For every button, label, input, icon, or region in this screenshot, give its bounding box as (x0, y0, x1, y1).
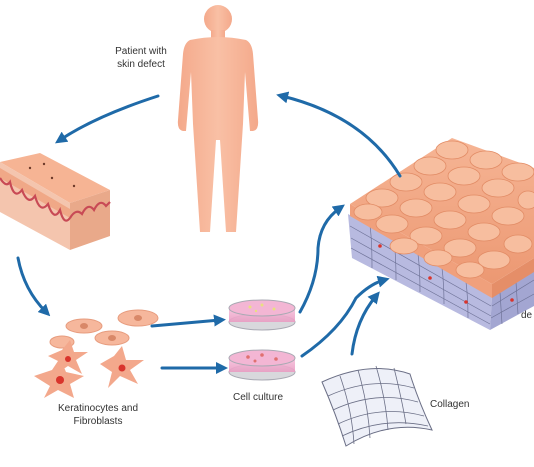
culture-label: Cell culture (233, 392, 284, 403)
cells-label: Keratinocytes and Fibroblasts (46, 402, 150, 428)
skin-graft-icon (348, 138, 534, 330)
cells-label-line1: Keratinocytes and (57, 403, 139, 414)
arrow-collagen-to-graft (350, 291, 380, 356)
collagen-sheet-icon (321, 365, 433, 447)
graft-label-partial: de (521, 310, 533, 321)
human-figure-icon (177, 5, 259, 232)
flow-arrows (16, 91, 402, 374)
petri-dish-icon (228, 299, 296, 331)
arrow-dish-to-graft-top (298, 204, 345, 314)
collagen-label: Collagen (430, 399, 470, 410)
arrow-skin-to-cells (16, 256, 51, 317)
cells-icon (34, 309, 159, 398)
patient-label: Patient with skin defect (94, 45, 188, 71)
skin-tissue-icon (0, 153, 111, 250)
patient-label-line2: skin defect (117, 59, 165, 70)
arrow-patient-to-skin (55, 94, 160, 144)
arrow-dish-to-graft-bottom (300, 275, 390, 358)
arrow-cells-to-dish-top (150, 314, 226, 328)
cells-label-line2: Fibroblasts (73, 416, 123, 427)
arrow-graft-to-patient (276, 91, 402, 178)
petri-dish-icon (228, 349, 296, 381)
patient-label-line1: Patient with (115, 46, 167, 57)
